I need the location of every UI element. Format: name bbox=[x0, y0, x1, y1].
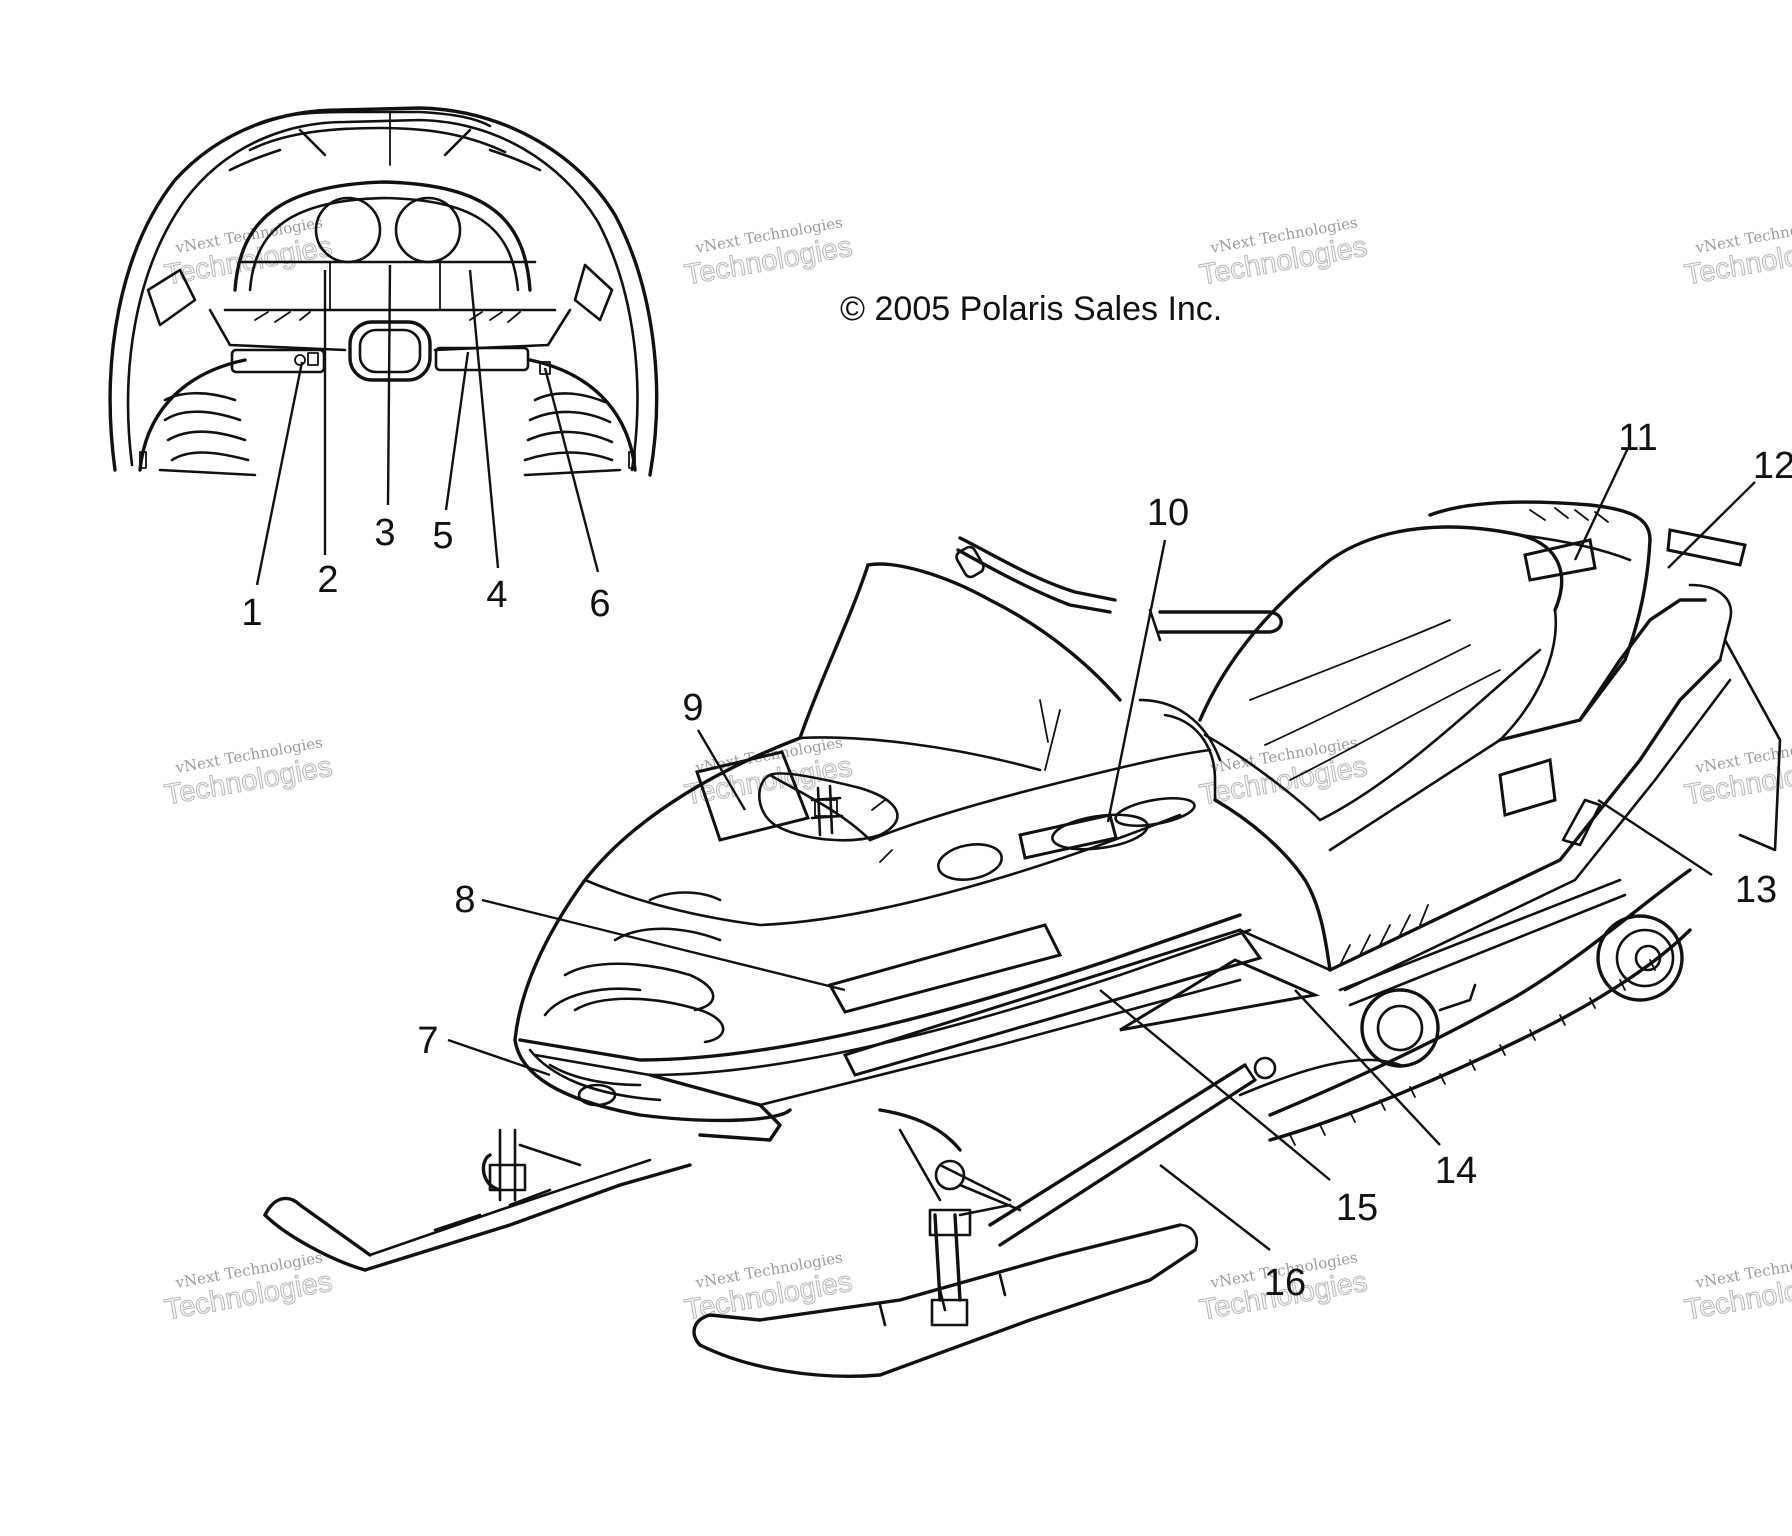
callout-number-13: 13 bbox=[1735, 869, 1777, 911]
decal-12 bbox=[1666, 528, 1747, 567]
decal-outlines bbox=[695, 528, 1747, 1077]
callout-number-7: 7 bbox=[417, 1020, 438, 1062]
copyright-text: © 2005 Polaris Sales Inc. bbox=[840, 290, 1222, 328]
snowmobile-drawing bbox=[263, 500, 1782, 1378]
callout-number-1: 1 bbox=[241, 592, 262, 634]
callout-number-16: 16 bbox=[1264, 1262, 1306, 1304]
callout-number-12: 12 bbox=[1753, 445, 1792, 487]
decal-14 bbox=[1119, 958, 1321, 1032]
callout-number-8: 8 bbox=[454, 879, 475, 921]
decal-8b bbox=[842, 928, 1263, 1077]
callout-number-4: 4 bbox=[486, 574, 507, 616]
callout-number-5: 5 bbox=[432, 515, 453, 557]
decal-11 bbox=[1523, 538, 1597, 582]
decal-10 bbox=[1018, 813, 1118, 860]
callout-number-3: 3 bbox=[374, 512, 395, 554]
dash-inset-drawing bbox=[108, 106, 659, 477]
callout-number-6: 6 bbox=[589, 583, 610, 625]
callout-number-11: 11 bbox=[1618, 417, 1657, 459]
callout-number-14: 14 bbox=[1435, 1150, 1477, 1192]
callout-number-9: 9 bbox=[682, 687, 703, 729]
callout-number-10: 10 bbox=[1147, 492, 1189, 534]
decal-9 bbox=[695, 750, 811, 842]
callout-number-15: 15 bbox=[1336, 1187, 1378, 1229]
decal-13 bbox=[1498, 758, 1557, 817]
callout-leaders bbox=[255, 264, 1756, 1251]
callout-number-2: 2 bbox=[317, 559, 338, 601]
decal-8 bbox=[827, 923, 1063, 1014]
